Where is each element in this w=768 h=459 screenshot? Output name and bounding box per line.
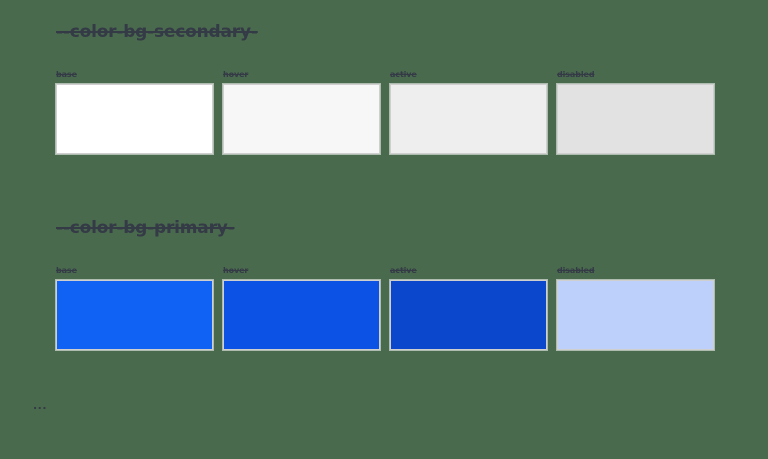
swatch-cell-secondary-base[interactable]: base	[56, 70, 213, 154]
section-heading-primary: --color-bg-primary-	[56, 218, 235, 238]
section-heading-secondary: --color-bg-secondary-	[56, 22, 258, 42]
swatch-cell-primary-base[interactable]: base	[56, 266, 213, 350]
swatch-label-secondary-base: base	[56, 70, 77, 79]
swatch-label-primary-hover: hover	[223, 266, 249, 275]
swatch-label-primary-disabled: disabled	[557, 266, 595, 275]
truncation-ellipsis: ...	[33, 399, 48, 412]
swatch-box-secondary-hover[interactable]	[223, 84, 380, 154]
swatch-row-primary: base hover active disabled	[56, 266, 714, 350]
swatch-cell-secondary-hover[interactable]: hover	[223, 70, 380, 154]
swatch-label-primary-active: active	[390, 266, 417, 275]
swatch-cell-secondary-active[interactable]: active	[390, 70, 547, 154]
swatch-cell-primary-hover[interactable]: hover	[223, 266, 380, 350]
swatch-row-secondary: base hover active disabled	[56, 70, 714, 154]
swatch-label-secondary-hover: hover	[223, 70, 249, 79]
swatch-cell-secondary-disabled[interactable]: disabled	[557, 70, 714, 154]
swatch-label-secondary-disabled: disabled	[557, 70, 595, 79]
swatch-cell-primary-disabled[interactable]: disabled	[557, 266, 714, 350]
swatch-box-primary-base[interactable]	[56, 280, 213, 350]
swatch-box-primary-hover[interactable]	[223, 280, 380, 350]
swatch-label-primary-base: base	[56, 266, 77, 275]
swatch-box-primary-disabled[interactable]	[557, 280, 714, 350]
swatch-label-secondary-active: active	[390, 70, 417, 79]
swatch-cell-primary-active[interactable]: active	[390, 266, 547, 350]
swatch-box-secondary-disabled[interactable]	[557, 84, 714, 154]
swatch-box-primary-active[interactable]	[390, 280, 547, 350]
swatch-box-secondary-active[interactable]	[390, 84, 547, 154]
swatch-box-secondary-base[interactable]	[56, 84, 213, 154]
